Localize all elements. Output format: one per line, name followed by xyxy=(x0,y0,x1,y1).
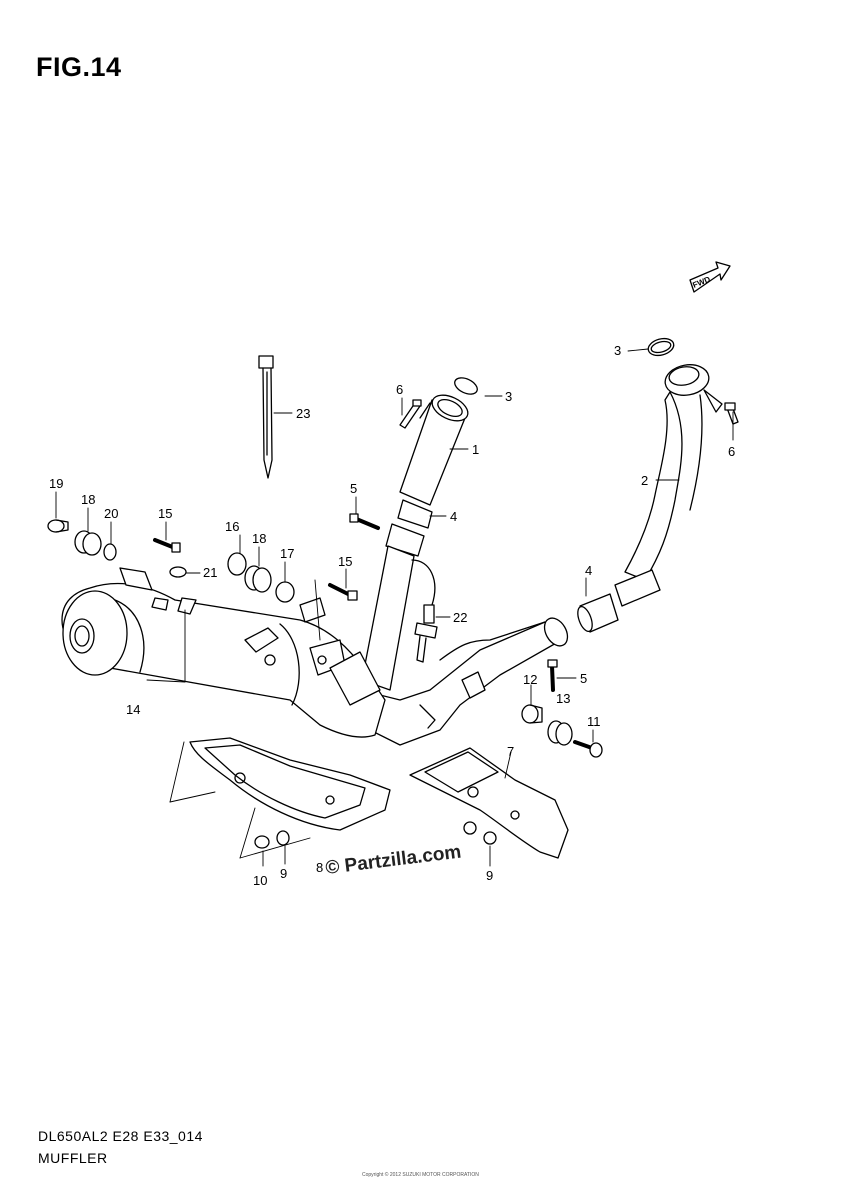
nut-part-9-right xyxy=(463,821,497,845)
callout-2: 2 xyxy=(641,473,648,488)
bolt-part-5-lower xyxy=(547,659,558,692)
oxygen-sensor-part-22 xyxy=(411,559,438,663)
callout-10: 10 xyxy=(253,873,267,888)
callout-13: 13 xyxy=(556,691,570,706)
bolt-part-15-right xyxy=(328,583,358,601)
callout-18-right: 18 xyxy=(252,531,266,546)
callout-20: 20 xyxy=(104,506,118,521)
copyright-notice: Copyright © 2012 SUZUKI MOTOR CORPORATIO… xyxy=(362,1172,479,1178)
bolt-part-6-left xyxy=(399,399,422,429)
fwd-label: FWD xyxy=(691,275,711,290)
collar-part-16 xyxy=(227,552,247,576)
callout-7: 7 xyxy=(507,744,514,759)
callout-3-left: 3 xyxy=(505,389,512,404)
connector-part-4-right xyxy=(577,593,619,633)
bolt-part-9-left xyxy=(276,830,290,846)
callout-6-left: 6 xyxy=(396,382,403,397)
callout-6-right: 6 xyxy=(728,444,735,459)
callout-8: 8 xyxy=(316,860,323,875)
callout-9-right: 9 xyxy=(486,868,493,883)
callout-18-left: 18 xyxy=(81,492,95,507)
exhaust-pipe-no1 xyxy=(361,377,478,691)
callout-5-lower: 5 xyxy=(580,671,587,686)
callout-11: 11 xyxy=(587,714,601,729)
callout-4-upper: 4 xyxy=(450,509,457,524)
callout-5-upper: 5 xyxy=(350,481,357,496)
bolt-part-5-upper xyxy=(349,513,380,530)
callout-23: 23 xyxy=(296,406,310,421)
bolt-part-19 xyxy=(47,519,69,533)
leader-lines xyxy=(55,348,734,867)
callout-22: 22 xyxy=(453,610,467,625)
diagram-code: DL650AL2 E28 E33_014 xyxy=(38,1128,203,1144)
callout-21: 21 xyxy=(203,565,217,580)
bolt-part-15-left xyxy=(153,538,181,553)
callout-3-right: 3 xyxy=(614,343,621,358)
gasket-part-3-right xyxy=(647,337,675,357)
heat-shield-part-7 xyxy=(409,747,569,859)
callout-9-left: 9 xyxy=(280,866,287,881)
bolt-part-6-right xyxy=(724,402,739,425)
forward-arrow-icon: FWD xyxy=(689,261,731,293)
callout-15-left: 15 xyxy=(158,506,172,521)
rubber-part-18-left xyxy=(74,530,102,556)
muffler-part-14 xyxy=(61,567,386,738)
rubber-part-18-right xyxy=(244,565,272,593)
figure-title: FIG.14 xyxy=(36,52,122,82)
washer-part-17 xyxy=(275,581,295,603)
callout-15-right: 15 xyxy=(338,554,352,569)
exhaust-pipe-no2 xyxy=(614,364,723,607)
diagram-name: MUFFLER xyxy=(38,1150,108,1166)
nut-part-10 xyxy=(254,835,270,849)
callout-4-right: 4 xyxy=(585,563,592,578)
callout-16: 16 xyxy=(225,519,239,534)
washer-part-20 xyxy=(103,543,117,561)
callout-1: 1 xyxy=(472,442,479,457)
nut-part-21 xyxy=(169,566,187,578)
callout-14: 14 xyxy=(126,702,140,717)
rubber-part-13 xyxy=(547,720,573,746)
callout-numbers: 23 6 3 3 1 6 2 5 4 4 19 18 20 15 16 18 1… xyxy=(49,343,735,888)
cable-tie-part-23 xyxy=(258,355,274,479)
heat-shield-part-8 xyxy=(189,737,391,831)
callout-12: 12 xyxy=(523,672,537,687)
callout-17: 17 xyxy=(280,546,294,561)
bolt-part-11 xyxy=(573,740,603,758)
callout-19: 19 xyxy=(49,476,63,491)
bolt-part-12 xyxy=(521,704,543,724)
exhaust-chamber xyxy=(359,617,569,746)
